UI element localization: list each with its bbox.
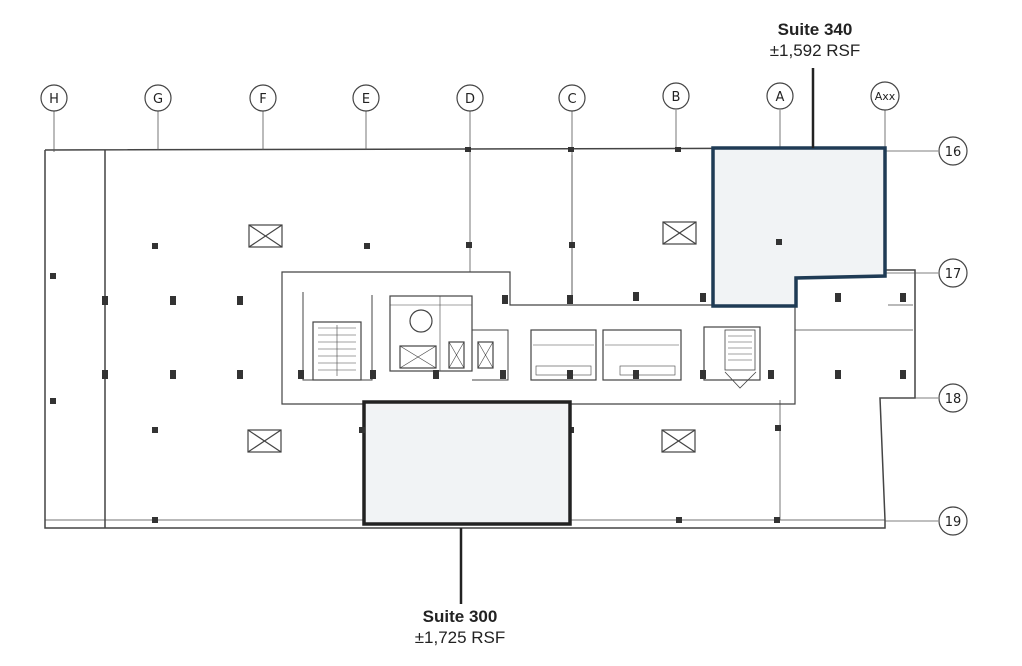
row-label-17: 17 [945,267,962,282]
column-bubble-e [352,84,380,112]
suite-340-name: Suite 340 [777,20,853,39]
column-bubble-h [40,84,68,112]
elevator-block [389,295,473,372]
column-bubble-c [558,84,586,112]
column-bubble-d [456,84,484,112]
column-bubble-axx [870,81,900,111]
column-bubble-a [766,82,794,110]
row-bubble-17 [938,258,968,288]
suite-300-name: Suite 300 [422,607,498,626]
row-grid-lines [880,150,938,522]
row-bubble-16 [938,136,968,166]
row-label-19: 19 [945,515,962,530]
row-bubble-19 [938,506,968,536]
column-label-a: A [776,90,785,105]
suite-340-area[interactable] [711,146,887,308]
stair-right [703,326,761,381]
suite-300-area-text: ±1,725 RSF [414,628,506,647]
building-core [281,271,796,405]
row-bubble-18 [938,383,968,413]
restroom-left [530,329,597,381]
column-label-g: G [153,92,163,107]
column-bubble-f [249,84,277,112]
column-label-c: C [567,92,576,107]
suite-300-area[interactable] [362,400,572,526]
column-label-h: H [49,92,59,107]
row-bubbles [938,136,968,536]
column-bubble-g [144,84,172,112]
column-label-b: B [672,90,681,105]
restroom-right [602,329,682,381]
column-bubble-b [662,82,690,110]
column-bubbles [40,81,900,112]
suite-300-label: Suite 300 ±1,725 RSF [365,606,555,648]
column-label-e: E [362,92,370,107]
column-labels: H G F E D C B A Axx [49,90,896,107]
row-labels: 16 17 18 19 [945,145,962,530]
suite-340-area-text: ±1,592 RSF [769,41,861,60]
column-label-axx: Axx [875,90,896,103]
row-label-18: 18 [945,392,962,407]
shafts [247,221,697,453]
row-label-16: 16 [945,145,962,160]
column-label-f: F [259,92,266,107]
column-label-d: D [465,92,475,107]
suite-340-label: Suite 340 ±1,592 RSF [720,19,910,61]
